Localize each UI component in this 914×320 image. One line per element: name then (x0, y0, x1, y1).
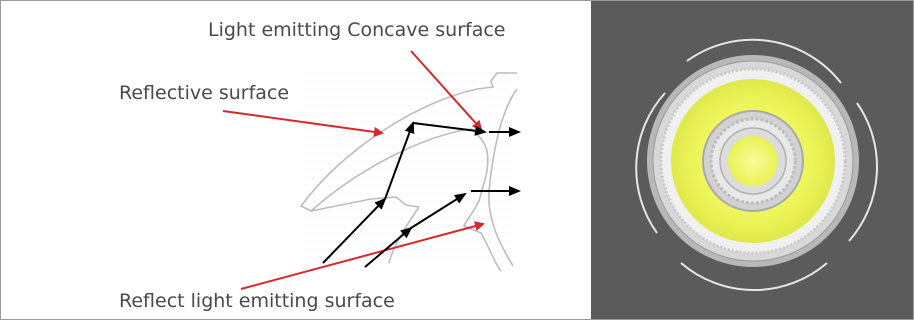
diagram-drawing (222, 50, 521, 290)
ray-arrow-3 (412, 122, 487, 136)
pointer-arrow-concave (410, 50, 483, 131)
outer-rings (635, 38, 878, 291)
center-emitter (728, 136, 778, 186)
label-light-emitting-concave-surface: Light emitting Concave surface (208, 19, 506, 41)
grid-background (301, 73, 511, 263)
lamp-photo (591, 1, 913, 319)
pointer-arrow-reflective (222, 110, 384, 137)
ray-arrow-2 (384, 121, 415, 200)
label-reflect-light-emitting-surface: Reflect light emitting surface (119, 290, 395, 312)
pointer-arrow-reflect-emitting (240, 221, 485, 290)
label-reflective-surface: Reflective surface (119, 82, 290, 104)
ray-arrow-6 (410, 192, 467, 229)
pointer-arrows (222, 50, 485, 290)
lamp-illustration (635, 38, 878, 291)
ray-arrow-1 (322, 197, 387, 264)
reflector-diagram: Light emitting Concave surface Reflectiv… (1, 1, 592, 319)
light-rays (322, 121, 521, 268)
ray-arrow-5 (364, 226, 413, 268)
